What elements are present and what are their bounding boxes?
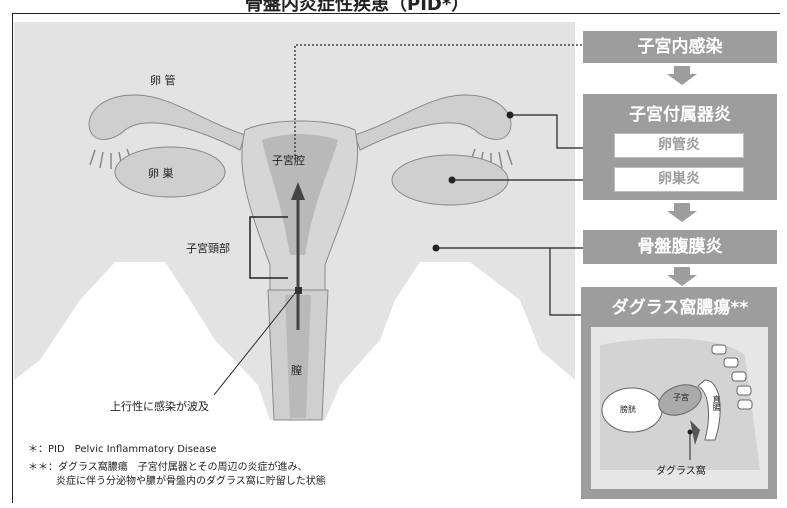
- ovary-label: 卵 巣: [148, 167, 174, 180]
- pelvic-peritonitis-box: 骨盤腹膜炎: [583, 230, 777, 264]
- inset-rectum-label: 直腸: [712, 395, 721, 411]
- ascending-arrow-head: [291, 182, 305, 200]
- vaginal-canal: [285, 295, 311, 418]
- left-fallopian-tube: [88, 94, 246, 151]
- uterine-infection-box: 子宮内感染: [583, 31, 777, 63]
- diagram-title: 骨盤内炎症性疾患（PID*）: [245, 0, 470, 12]
- diagram-frame: [12, 13, 780, 503]
- oophoritis-box: 卵巣炎: [614, 167, 744, 192]
- inset-douglas-pouch: [690, 420, 700, 445]
- ascending-infection-label: 上行性に感染が波及: [110, 400, 209, 413]
- inset-rectum: [697, 379, 721, 441]
- inset-uterus-label: 子宮: [673, 393, 689, 402]
- connector-douglas: [549, 248, 583, 316]
- flow-arrows: [667, 66, 697, 286]
- connector-tube: [510, 114, 600, 149]
- douglas-pouch-label: ダグラス窩: [656, 466, 706, 477]
- left-fimbriae: [89, 148, 133, 169]
- dotted-connector: [294, 44, 585, 160]
- fallopian-tube-label: 卵 管: [150, 74, 176, 87]
- inset-vertebrae: [711, 344, 753, 410]
- footnote-douglas-1: ＊＊：ダグラス窩膿瘍 子宮付属器とその周辺の炎症が進み、: [28, 462, 308, 473]
- inset-uterus: [658, 384, 702, 416]
- vagina-label: 膣: [291, 364, 302, 377]
- salpingitis-box: 卵管炎: [614, 133, 744, 158]
- cervix-bracket: [249, 216, 288, 279]
- footnote-douglas-2: 炎症に伴う分泌物や膿が骨盤内のダグラス窩に貯留した状態: [56, 476, 326, 487]
- cervix-label: 子宮頸部: [186, 242, 230, 255]
- uterine-cavity-label: 子宮腔: [272, 154, 305, 167]
- right-fallopian-tube: [354, 94, 512, 151]
- inset-bladder-label: 膀胱: [620, 405, 636, 414]
- douglas-abscess-label: ダグラス窩膿瘍**: [611, 298, 749, 318]
- footnote-pid: ＊：PID Pelvic Inflammatory Disease: [28, 444, 217, 455]
- adnexitis-label: 子宮付属器炎: [629, 105, 731, 125]
- left-ovary: [114, 146, 226, 198]
